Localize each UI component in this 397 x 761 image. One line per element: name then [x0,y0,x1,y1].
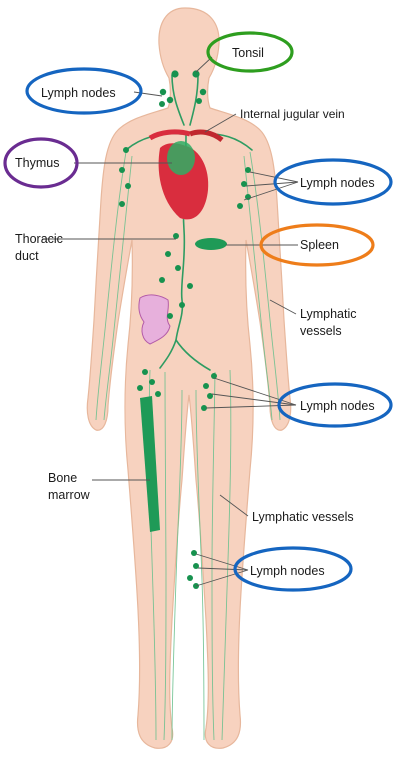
label-bone-marrow-line2: marrow [48,488,91,502]
thymus-organ [167,141,195,175]
label-lymph-nodes-groin: Lymph nodes [300,399,375,413]
label-internal-jugular-vein: Internal jugular vein [240,107,345,121]
label-thoracic-duct-line1: Thoracic [15,232,63,246]
label-thymus: Thymus [15,156,59,170]
spleen-organ [195,238,227,250]
label-lymph-nodes-neck: Lymph nodes [41,86,116,100]
label-lymph-nodes-armpit: Lymph nodes [300,176,375,190]
label-lymphatic-vessels-leg: Lymphatic vessels [252,510,354,524]
label-thoracic-duct-line2: duct [15,249,39,263]
label-tonsil: Tonsil [232,46,264,60]
label-lymph-nodes-knee: Lymph nodes [250,564,325,578]
label-bone-marrow-line1: Bone [48,471,77,485]
label-lymphatic-vessels-arm-line2: vessels [300,324,342,338]
label-lymphatic-vessels-arm-line1: Lymphatic [300,307,357,321]
label-spleen: Spleen [300,238,339,252]
